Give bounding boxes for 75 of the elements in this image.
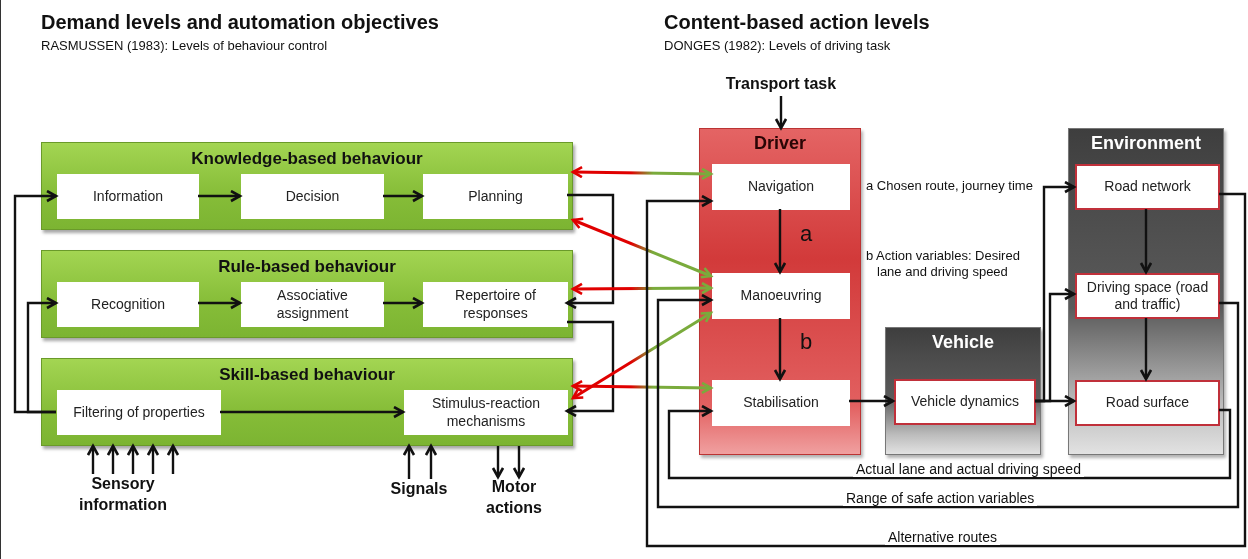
process-box: Driving space (road and traffic): [1075, 273, 1220, 319]
edge-label: Actual lane and actual driving speed: [853, 462, 1084, 478]
process-box: Decision: [241, 174, 384, 219]
input-label: Motor actions: [477, 477, 551, 523]
arrow: [512, 446, 526, 479]
arrow: [773, 318, 787, 381]
behaviour-band: [41, 142, 573, 230]
band-title: Vehicle: [930, 332, 995, 353]
arrow: [656, 293, 1240, 509]
edge-label: Range of safe action variables: [843, 491, 1038, 507]
arrow: [86, 444, 100, 474]
arrow: [198, 189, 242, 203]
process-box: Stimulus-reaction mechanisms: [404, 390, 568, 435]
arrow: [146, 444, 160, 474]
arrow: [126, 444, 140, 474]
arrow: [571, 217, 713, 279]
process-box: Manoeuvring: [712, 273, 850, 319]
arrow: [645, 192, 1247, 548]
arrow: [1139, 318, 1153, 381]
arrow: [491, 446, 505, 479]
process-box: Vehicle dynamics: [894, 379, 1036, 425]
arrow: [571, 311, 713, 400]
arrow: [774, 96, 788, 130]
behaviour-band: [41, 358, 573, 446]
arrow: [565, 193, 615, 310]
process-box: Navigation: [712, 164, 850, 210]
arrow: [424, 444, 438, 479]
arrow: [1035, 180, 1076, 403]
band-title: Skill-based behaviour: [218, 365, 396, 385]
driver-panel: [699, 128, 861, 455]
arrow: [1139, 209, 1153, 274]
subheading: DONGES (1982): Levels of driving task: [664, 38, 891, 54]
band-title: Knowledge-based behaviour: [190, 149, 424, 169]
arrow: [571, 165, 713, 181]
arrow: [849, 394, 895, 408]
arrow: [565, 320, 615, 418]
annotation-note: a Chosen route, journey time: [866, 178, 1034, 194]
process-box: Repertoire of responses: [423, 282, 568, 327]
process-box: Recognition: [57, 282, 199, 327]
edge-label: b: [799, 330, 814, 355]
process-box: Information: [57, 174, 199, 219]
process-box: Planning: [423, 174, 568, 219]
process-box: Road surface: [1075, 380, 1220, 426]
input-label: Signals: [383, 479, 455, 501]
arrow: [166, 444, 180, 474]
edge-label: Alternative routes: [885, 530, 1000, 546]
arrow: [106, 444, 120, 474]
arrow: [198, 296, 242, 310]
band-title: Driver: [753, 133, 807, 154]
arrow: [402, 444, 416, 479]
system-panel: [885, 327, 1041, 455]
process-box: Road network: [1075, 164, 1220, 210]
input-label: Transport task: [691, 74, 871, 96]
system-panel: [1068, 128, 1224, 455]
process-box: Stabilisation: [712, 380, 850, 426]
arrow: [220, 405, 405, 419]
heading: Demand levels and automation objectives: [41, 10, 439, 34]
arrow: [383, 296, 424, 310]
subheading: RASMUSSEN (1983): Levels of behaviour control: [41, 38, 328, 54]
arrow: [13, 189, 58, 414]
band-title: Environment: [1090, 133, 1202, 154]
arrow: [773, 209, 787, 274]
arrow: [571, 379, 713, 395]
annotation-note: b Action variables: Desired lane and driving speed: [866, 248, 1021, 280]
heading: Content-based action levels: [664, 10, 930, 34]
arrow: [571, 281, 713, 296]
arrow: [26, 296, 58, 414]
process-box: Associative assignment: [241, 282, 384, 327]
arrow: [667, 404, 1232, 480]
band-title: Rule-based behaviour: [217, 257, 397, 277]
behaviour-band: [41, 250, 573, 338]
input-label: Sensory information: [63, 474, 183, 518]
edge-label: a: [799, 222, 814, 247]
arrow: [383, 189, 424, 203]
process-box: Filtering of properties: [57, 390, 221, 435]
